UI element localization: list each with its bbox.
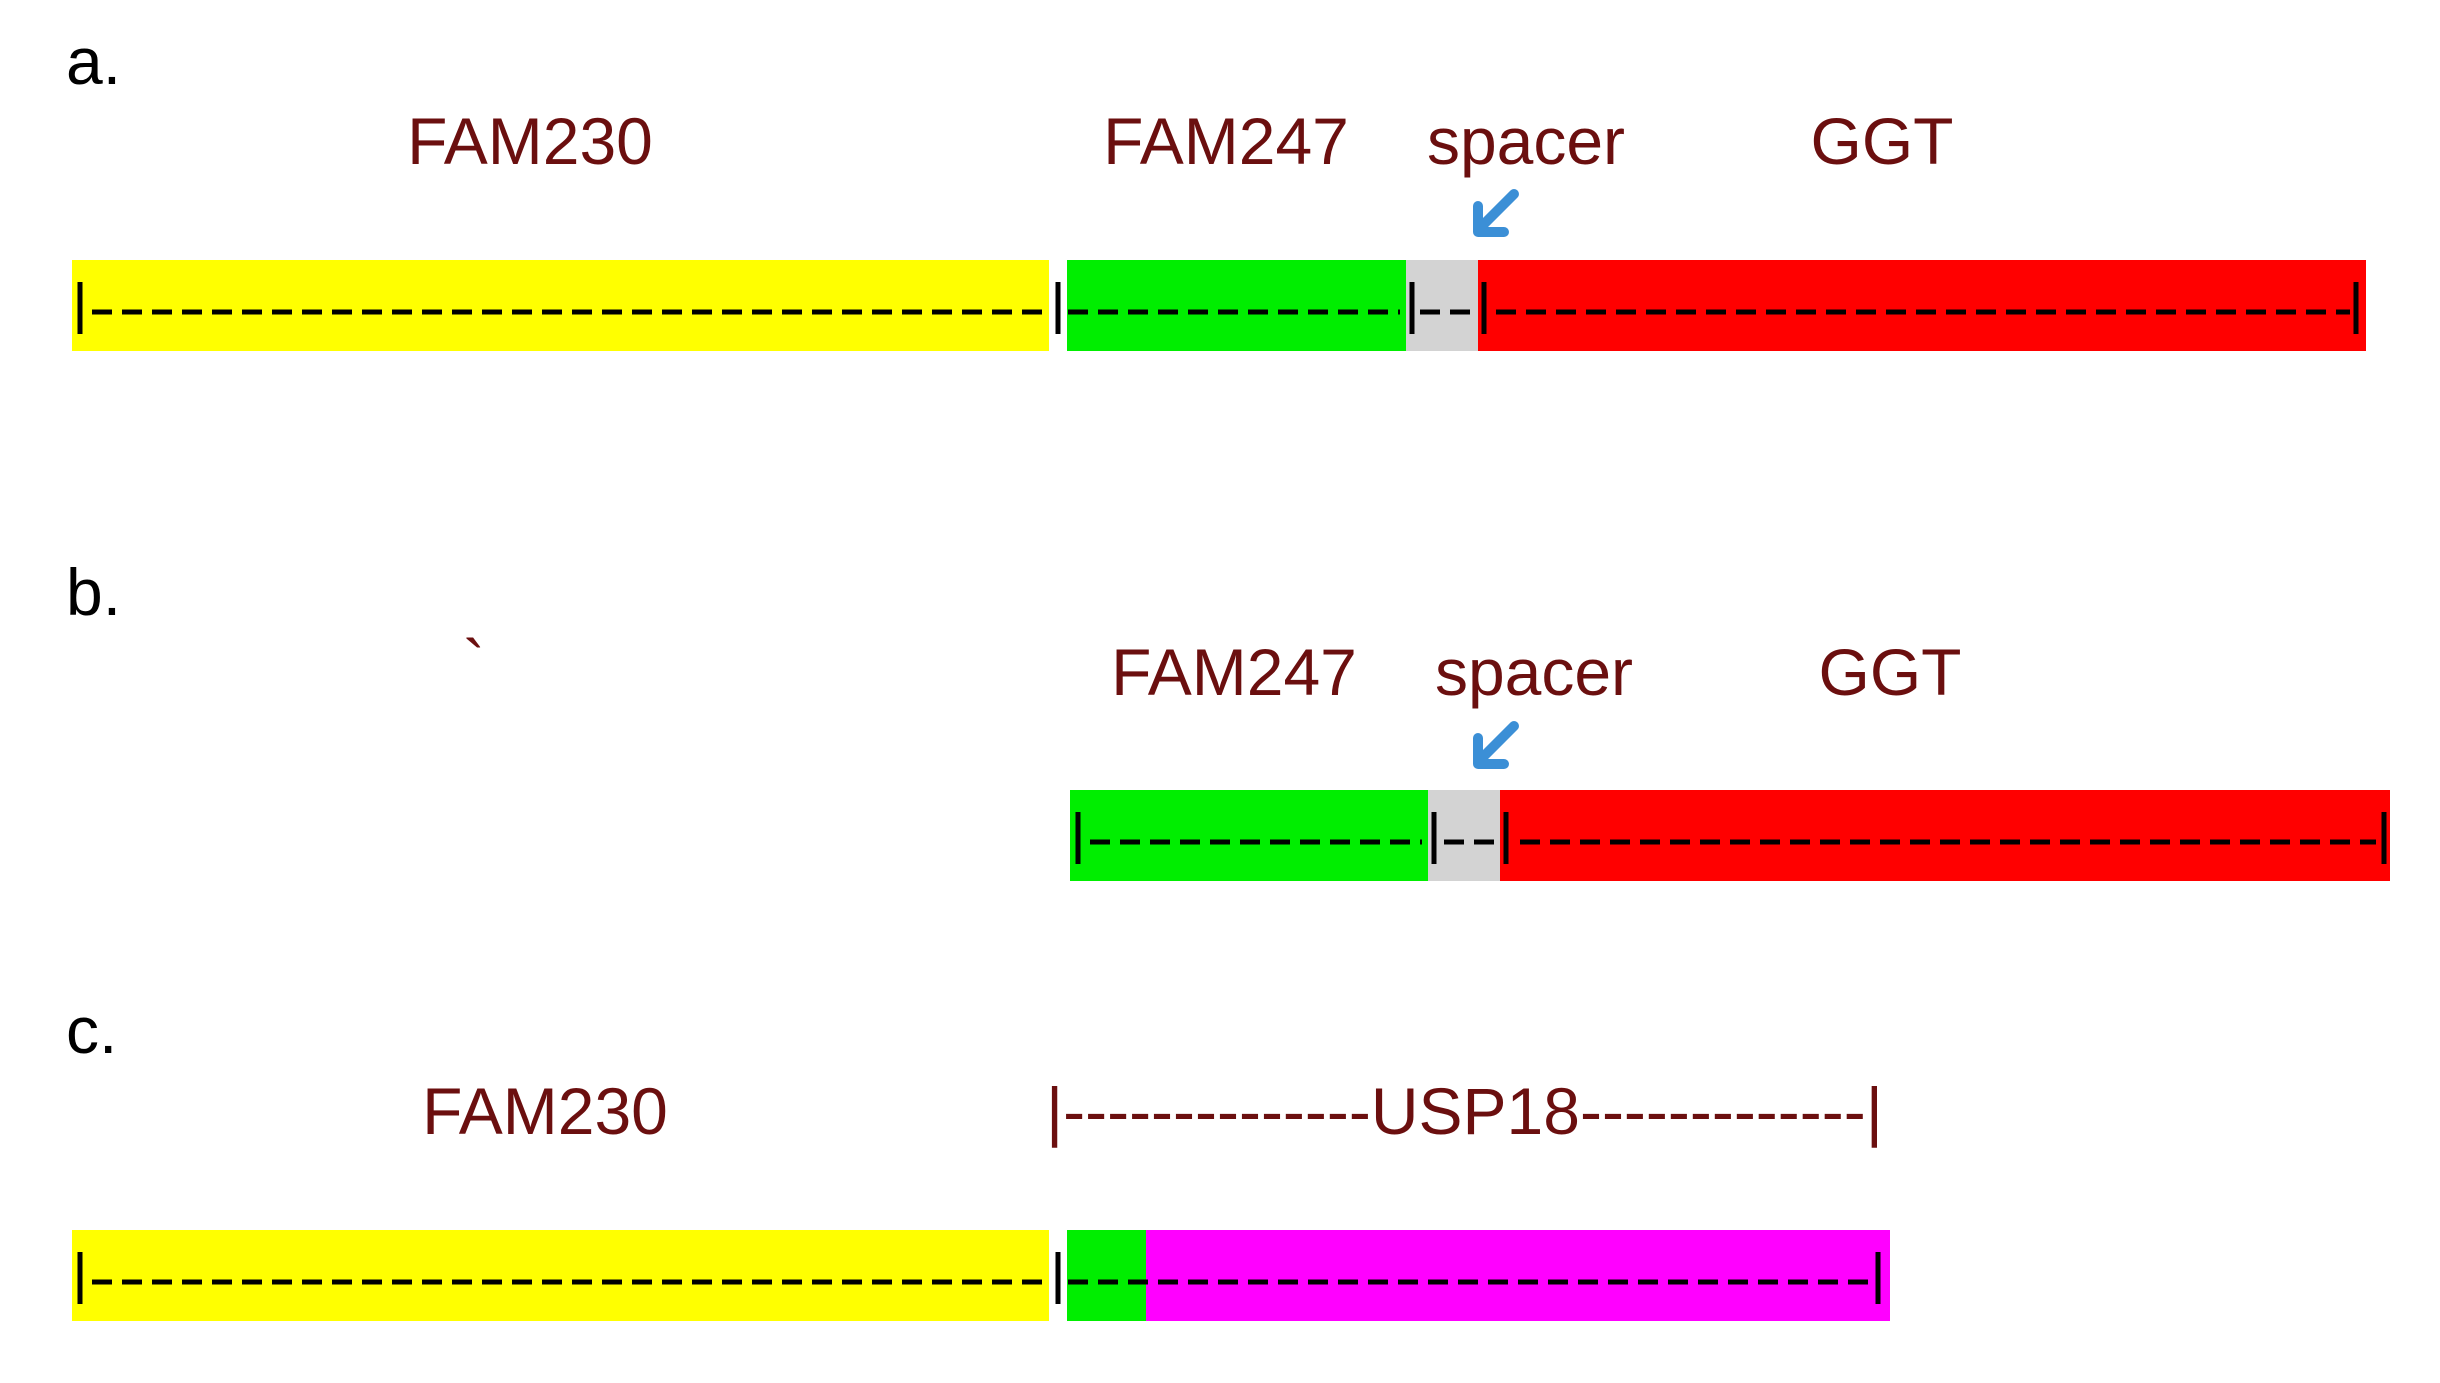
- panel-b-fam247-segment: [1070, 790, 1428, 881]
- panel-b: b. ` FAM247 spacer GGT: [66, 555, 2390, 881]
- panel-c-usp18-name: USP18: [1371, 1074, 1580, 1148]
- panel-a-fam247-segment: [1067, 260, 1406, 351]
- panel-a-fam247-label: FAM247: [1103, 104, 1349, 178]
- panel-c-usp18-right-dashes: -------------|: [1580, 1074, 1883, 1148]
- panel-b-spacer-label: spacer: [1435, 635, 1633, 709]
- panel-a-ggt-segment: [1478, 260, 2366, 351]
- panel-a-spacer-arrow-icon: [1473, 189, 1519, 237]
- panel-c-usp18-label: |--------------USP18-------------|: [1046, 1074, 1883, 1148]
- panel-a-ggt-label: GGT: [1811, 104, 1954, 178]
- panel-c-sequence-line: [77, 1252, 1881, 1304]
- panel-a-spacer-label: spacer: [1427, 104, 1625, 178]
- panel-a-fam230-segment: [72, 260, 1049, 351]
- panel-c: c. FAM230 |--------------USP18----------…: [66, 993, 1890, 1321]
- panel-b-fam247-label: FAM247: [1111, 635, 1357, 709]
- panel-c-fam230-segment: [72, 1230, 1049, 1321]
- panel-b-stray-mark: `: [463, 626, 485, 700]
- panel-b-ggt-segment: [1500, 790, 2390, 881]
- panel-b-letter: b.: [66, 555, 121, 629]
- panel-c-letter: c.: [66, 993, 117, 1067]
- panel-c-fam230-label: FAM230: [422, 1074, 668, 1148]
- panel-b-spacer-segment: [1428, 790, 1500, 881]
- panel-a-spacer-segment: [1406, 260, 1478, 351]
- panel-a-fam230-label: FAM230: [407, 104, 653, 178]
- panel-c-fam247-segment: [1067, 1230, 1146, 1321]
- panel-b-ggt-label: GGT: [1819, 635, 1962, 709]
- panel-c-usp18-left-dashes: |--------------: [1046, 1074, 1371, 1148]
- panel-a-sequence-line: [77, 282, 2359, 334]
- panel-b-sequence-line: [1075, 812, 2387, 864]
- panel-b-spacer-arrow-icon: [1473, 721, 1519, 769]
- panel-a: a. FAM230 FAM247 spacer GGT: [66, 24, 2366, 351]
- panel-a-letter: a.: [66, 24, 121, 98]
- panel-c-usp18-segment: [1146, 1230, 1890, 1321]
